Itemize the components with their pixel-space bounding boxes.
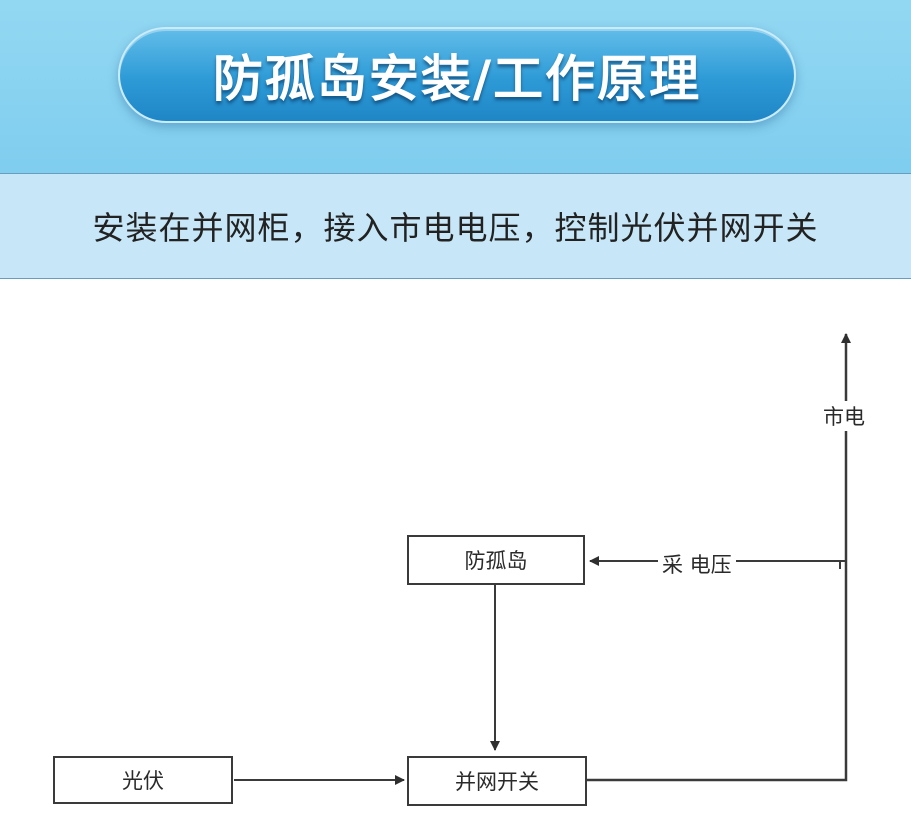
pv-box: 光伏 [53, 756, 233, 804]
switch-to-grid-connector [587, 333, 851, 782]
sample-voltage-label: 采 电压 [658, 549, 736, 579]
pv-label: 光伏 [122, 769, 164, 793]
header-band: 防孤岛安装/工作原理 [0, 0, 911, 173]
grid-switch-label: 并网开关 [455, 770, 539, 794]
grid-switch-box: 并网开关 [407, 756, 587, 806]
grid-label: 市电 [823, 401, 865, 431]
page-title: 防孤岛安装/工作原理 [212, 50, 702, 108]
wiring-diagram: 防孤岛 光伏 并网开关 市电 采 电压 [0, 279, 911, 829]
subtitle-band: 安装在并网柜，接入市电电压，控制光伏并网开关 [0, 173, 911, 279]
anti-islanding-label: 防孤岛 [464, 549, 528, 573]
title-banner: 防孤岛安装/工作原理 [118, 27, 796, 123]
anti-islanding-box: 防孤岛 [407, 535, 585, 585]
subtitle-text: 安装在并网柜，接入市电电压，控制光伏并网开关 [92, 209, 819, 247]
